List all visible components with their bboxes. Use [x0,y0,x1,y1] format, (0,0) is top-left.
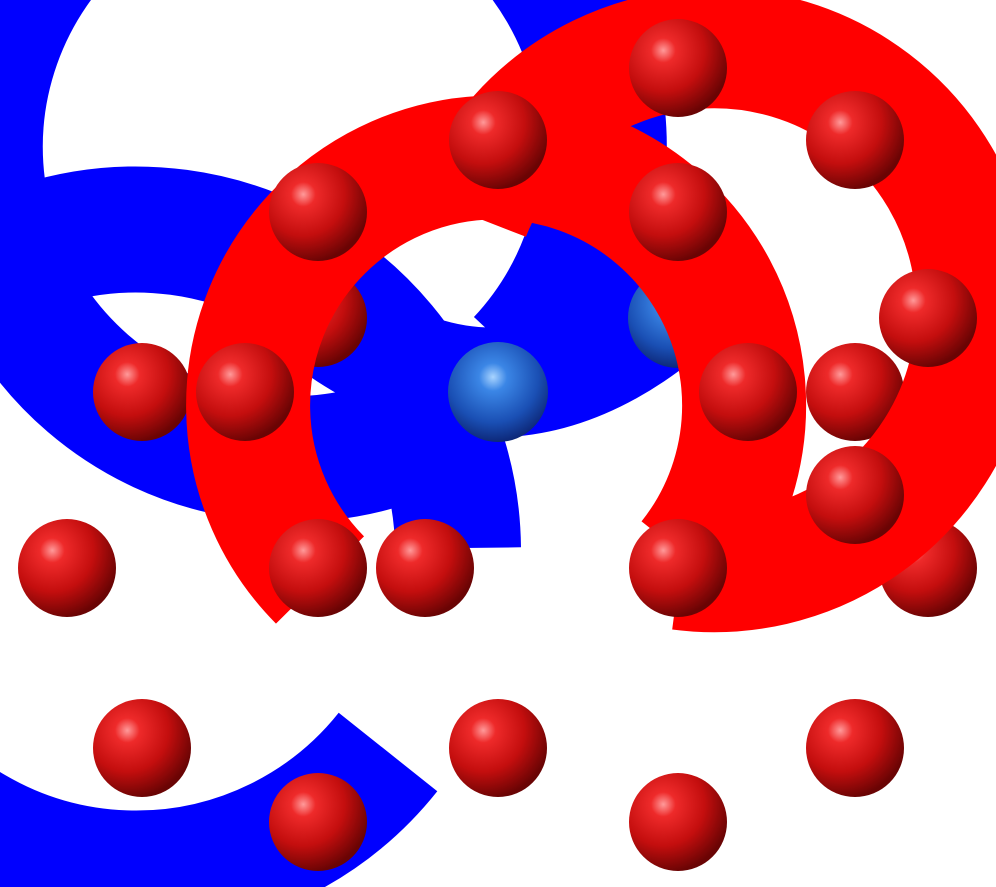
red-sphere [449,91,547,189]
red-sphere [93,699,191,797]
red-sphere [269,773,367,871]
red-sphere [806,699,904,797]
red-sphere [269,519,367,617]
red-sphere [269,163,367,261]
red-sphere [449,699,547,797]
red-sphere [699,343,797,441]
red-sphere [93,343,191,441]
red-sphere [806,343,904,441]
blue-sphere [448,342,548,442]
red-sphere [629,163,727,261]
red-sphere [629,773,727,871]
red-sphere [879,269,977,367]
red-sphere [806,446,904,544]
red-sphere [18,519,116,617]
red-sphere [629,519,727,617]
red-sphere [376,519,474,617]
red-sphere [196,343,294,441]
red-sphere [629,19,727,117]
red-sphere [806,91,904,189]
